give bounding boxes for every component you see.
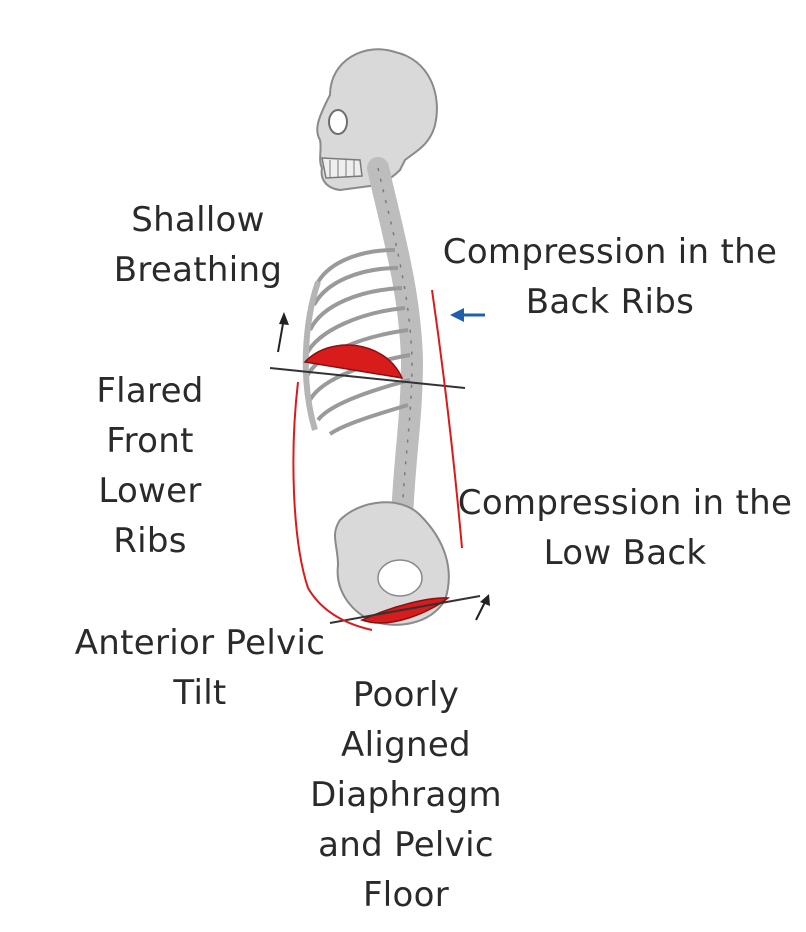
label-line: Breathing [113,250,283,290]
skull [316,48,438,192]
label-line: Shallow [131,200,265,240]
label-anterior-pelvic-tilt: Anterior Pelvic Tilt [70,618,330,718]
spine [367,157,424,531]
label-line: Diaphragm [310,775,502,815]
rib-cage [302,248,411,436]
label-line: Tilt [173,673,227,713]
front-body-outline [292,381,373,631]
label-line: Compression in the [457,483,793,523]
label-line: Aligned [341,725,471,765]
label-line: Ribs [113,521,187,561]
label-line: Flared [96,371,204,411]
label-line: Lower [98,471,202,511]
label-line: Compression in the [442,232,778,272]
label-compression-back-ribs: Compression in the Back Ribs [440,227,780,327]
pelvis [333,501,450,626]
diaphragm-highlight [303,344,404,379]
label-line: Low Back [543,533,707,573]
label-flared-front-lower-ribs: Flared Front Lower Ribs [70,366,230,566]
label-line: Floor [362,875,450,915]
diaphragm-line [269,367,466,389]
rib-tilt-arrow-icon [277,312,289,353]
pelvis-tilt-arrow-icon [475,594,490,621]
label-poorly-aligned: Poorly Aligned Diaphragm and Pelvic Floo… [296,670,516,920]
pelvic-floor-line [329,595,481,624]
label-shallow-breathing: Shallow Breathing [108,195,288,295]
label-line: Front [106,421,194,461]
back-ribs-arrow-icon [450,308,485,322]
back-body-outline [431,289,463,549]
label-line: Back Ribs [525,282,695,322]
label-line: and Pelvic [318,825,494,865]
label-compression-low-back: Compression in the Low Back [455,478,795,578]
label-line: Anterior Pelvic [74,623,326,663]
label-line: Poorly [352,675,460,715]
